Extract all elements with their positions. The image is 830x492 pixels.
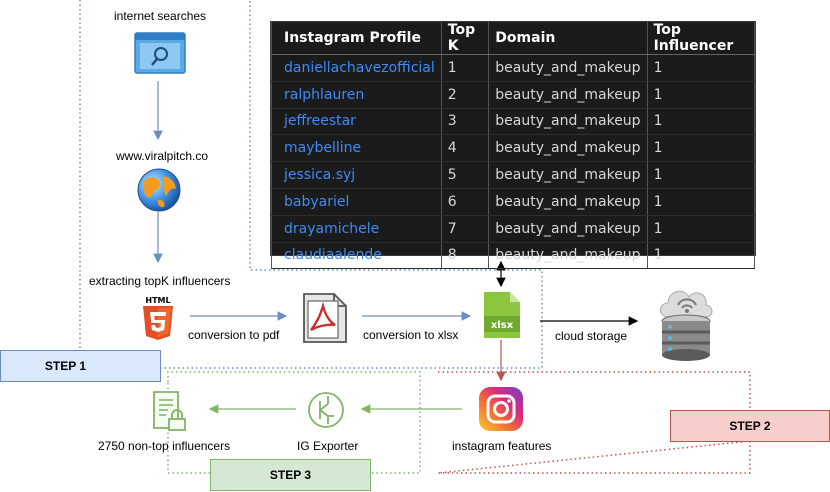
conversion-xlsx-label: conversion to xlsx [363, 328, 459, 342]
instagram-features-label: instagram features [452, 439, 552, 453]
topk-cell: 6 [441, 188, 490, 216]
domain-cell: beauty_and_makeup [488, 81, 648, 109]
xlsx-file-icon: xlsx [484, 292, 520, 338]
top-influencer-cell: 1 [647, 54, 756, 82]
table-row: claudiaalende 8 beauty_and_makeup 1 [271, 242, 756, 270]
top-influencer-cell: 1 [647, 188, 756, 216]
internet-searches-label: internet searches [114, 9, 207, 23]
table-row: daniellachavezofficial 1 beauty_and_make… [271, 54, 756, 82]
profile-link[interactable]: claudiaalende [271, 242, 442, 270]
html5-text: HTML [145, 296, 170, 305]
topk-cell: 3 [441, 108, 490, 136]
cloud-database-icon [660, 290, 713, 361]
top-influencer-cell: 1 [647, 242, 756, 270]
cloud-storage-label: cloud storage [555, 329, 628, 343]
top-influencer-cell: 1 [647, 108, 756, 136]
table-row: jeffreestar 3 beauty_and_makeup 1 [271, 108, 756, 136]
table-header-row: Instagram Profile Top K Domain Top Influ… [271, 22, 756, 55]
top-influencer-cell: 1 [647, 81, 756, 109]
step3-label: STEP 3 [210, 459, 371, 491]
domain-cell: beauty_and_makeup [488, 215, 648, 243]
domain-cell: beauty_and_makeup [488, 134, 648, 163]
domain-cell: beauty_and_makeup [488, 108, 648, 136]
browser-search-icon [134, 32, 186, 74]
influencer-table: Instagram Profile Top K Domain Top Influ… [271, 22, 756, 270]
top-influencer-cell: 1 [647, 161, 756, 189]
profile-link[interactable]: jessica.syj [271, 161, 442, 189]
domain-cell: beauty_and_makeup [488, 54, 648, 82]
instagram-icon [479, 387, 523, 431]
topk-cell: 7 [441, 215, 490, 243]
xlsx-text: xlsx [491, 320, 514, 331]
column-header: Top K [441, 22, 490, 55]
step2-frame [437, 371, 751, 474]
influencer-table-panel: Instagram Profile Top K Domain Top Influ… [270, 21, 756, 270]
topk-cell: 5 [441, 161, 490, 189]
table-row: drayamichele 7 beauty_and_makeup 1 [271, 215, 756, 243]
table-row: babyariel 6 beauty_and_makeup 1 [271, 188, 756, 216]
column-header: Domain [488, 22, 648, 55]
profile-link[interactable]: drayamichele [271, 215, 442, 243]
non-top-influencers-label: 2750 non-top influencers [98, 439, 231, 453]
topk-cell: 8 [441, 242, 490, 270]
viralpitch-label: www.viralpitch.co [116, 149, 209, 163]
profile-link[interactable]: daniellachavezofficial [271, 54, 442, 82]
ig-exporter-icon [308, 392, 344, 428]
profile-link[interactable]: ralphlauren [271, 81, 442, 109]
step2-label: STEP 2 [670, 410, 830, 442]
table-row: jessica.syj 5 beauty_and_makeup 1 [271, 161, 756, 189]
domain-cell: beauty_and_makeup [488, 188, 648, 216]
domain-cell: beauty_and_makeup [488, 161, 648, 189]
top-influencer-cell: 1 [647, 134, 756, 163]
locked-document-icon [153, 391, 186, 431]
topk-cell: 2 [441, 81, 490, 109]
globe-icon [137, 168, 181, 212]
ig-exporter-label: IG Exporter [297, 439, 359, 453]
top-influencer-cell: 1 [647, 215, 756, 243]
column-header: Instagram Profile [271, 22, 442, 55]
step1-label: STEP 1 [0, 350, 161, 382]
step3-frame [167, 371, 421, 474]
profile-link[interactable]: maybelline [271, 134, 442, 163]
domain-cell: beauty_and_makeup [488, 242, 648, 270]
table-row: ralphlauren 2 beauty_and_makeup 1 [271, 81, 756, 109]
conversion-pdf-label: conversion to pdf [188, 328, 280, 342]
profile-link[interactable]: babyariel [271, 188, 442, 216]
profile-link[interactable]: jeffreestar [271, 108, 442, 136]
column-header: Top Influencer [647, 22, 756, 55]
topk-cell: 1 [441, 54, 490, 82]
pdf-icon [303, 293, 347, 343]
topk-cell: 4 [441, 134, 490, 163]
extracting-label: extracting topK influencers [89, 274, 231, 288]
table-row: maybelline 4 beauty_and_makeup 1 [271, 134, 756, 163]
html5-icon: HTML [143, 296, 173, 340]
